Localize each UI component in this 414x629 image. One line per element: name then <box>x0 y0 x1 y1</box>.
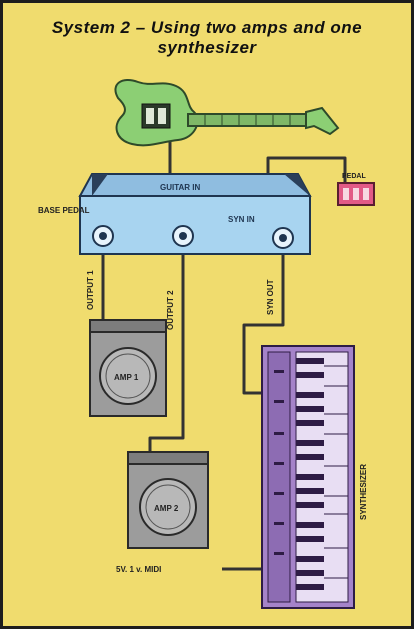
guitar-pickup-1 <box>146 108 154 124</box>
side-label: BASE PEDAL <box>38 206 90 215</box>
cable-footswitch <box>266 156 347 185</box>
bottom-note: 5V. 1 v. MIDI <box>116 565 161 574</box>
amp-1: AMP 1 <box>89 319 167 417</box>
diagram-title: System 2 – Using two amps and one synthe… <box>20 18 394 58</box>
socket-output-2 <box>172 225 194 247</box>
cable-amp2 <box>148 245 185 452</box>
guitar <box>114 79 340 147</box>
synthesizer: SYNTHESIZER <box>261 345 368 609</box>
amp-1-label: AMP 1 <box>114 373 139 382</box>
socket-output-1 <box>92 225 114 247</box>
pedal-box-corner-left <box>92 174 108 196</box>
synth-white-key-lines <box>324 365 348 579</box>
synth-black-keys <box>296 358 324 590</box>
pedal-box-corner-right <box>284 174 310 196</box>
title-line-1: System 2 – Using two amps and one <box>51 18 363 37</box>
pedal-box-front <box>79 195 311 255</box>
synth-label: SYNTHESIZER <box>359 464 368 520</box>
guitar-headstock <box>305 106 340 136</box>
amp-2-speaker <box>139 478 197 536</box>
cable-middle-label: OUTPUT 2 <box>166 290 175 330</box>
pedal-box-inner-label: SYN IN <box>228 215 255 224</box>
cable-synth <box>242 248 285 395</box>
guitar-neck <box>187 113 307 127</box>
pedal-box-top-label: GUITAR IN <box>160 183 201 192</box>
footswitch-label: PEDAL <box>342 173 366 180</box>
synth-control-panel <box>267 351 291 603</box>
footswitch: PEDAL <box>337 173 375 206</box>
socket-syn-out <box>272 227 294 249</box>
pedal-box: GUITAR IN SYN IN <box>78 173 312 255</box>
cable-left-label: OUTPUT 1 <box>86 270 95 310</box>
cables <box>101 140 347 571</box>
guitar-pickup-2 <box>158 108 166 124</box>
amp-2: AMP 2 <box>127 451 209 549</box>
amp-1-speaker <box>99 347 157 405</box>
title-line-2: synthesizer <box>157 38 257 57</box>
synth-controls <box>274 370 284 555</box>
amp-2-label: AMP 2 <box>154 504 179 513</box>
cable-right-label: SYN OUT <box>266 279 275 315</box>
